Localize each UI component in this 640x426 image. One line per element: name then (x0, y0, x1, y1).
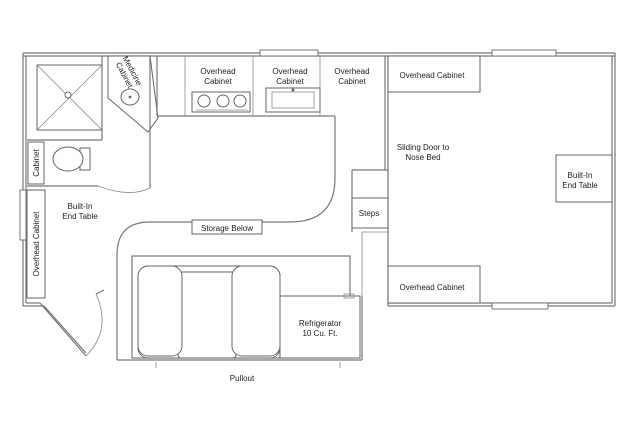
end-table-right-box (555, 154, 613, 203)
refrigerator-label-1: Refrigerator (299, 319, 342, 328)
storage-below-box (191, 219, 263, 235)
left-overhead-cabinet-label: Overhead Cabinet (32, 211, 41, 277)
overhead-cabinet-3-label-2: Cabinet (338, 77, 366, 86)
refrigerator-label-2: 10 Cu. Ft. (302, 329, 337, 338)
steps-label: Steps (359, 209, 379, 218)
end-table-right-label-1: Built-In (568, 171, 593, 180)
overhead-cabinet-bottom-right-box (387, 265, 481, 304)
sliding-door-label-1: Sliding Door to (397, 143, 450, 152)
end-table-left-label-1: Built-In (68, 202, 93, 211)
storage-below-label: Storage Below (201, 224, 253, 233)
burner-2 (216, 94, 230, 108)
overhead-cabinet-bottom-right-label: Overhead Cabinet (400, 283, 466, 292)
kitchen-sink (265, 87, 321, 113)
bath-cabinet-box (27, 141, 45, 185)
kitchen-counter (116, 56, 389, 360)
overhead-cabinet-1-label-1: Overhead (200, 67, 235, 76)
bathroom (27, 55, 159, 193)
sofa-left-cushion (137, 265, 183, 357)
pullout-label: Pullout (230, 374, 255, 383)
burner-1 (197, 94, 211, 108)
left-overhead-cabinet-box (26, 189, 46, 299)
steps-area (351, 169, 389, 296)
shower-drain (64, 91, 72, 99)
steps-box (351, 197, 389, 229)
toilet-bowl (52, 146, 84, 172)
bath-cabinet-label: Cabinet (32, 148, 41, 176)
sofa-seat-cushion (177, 271, 237, 359)
end-table-right-label-2: End Table (562, 181, 598, 190)
refrigerator-box (279, 295, 361, 359)
overhead-cabinet-top-right-label: Overhead Cabinet (400, 71, 466, 80)
burner-3 (233, 94, 247, 108)
overhead-cabinet-3-label-1: Overhead (334, 67, 369, 76)
overhead-cabinet-2-label-1: Overhead (272, 67, 307, 76)
pullout-slideout (117, 255, 363, 368)
sliding-door-label-2: Nose Bed (405, 153, 440, 162)
overhead-cabinet-top-right-box (387, 55, 481, 93)
labels: Medicine Cabinet Overhead Cabinet Overhe… (32, 55, 598, 383)
overhead-cabinet-1-label-2: Cabinet (204, 77, 232, 86)
sofa-right-cushion (231, 265, 281, 357)
overhead-cabinet-2-label-2: Cabinet (276, 77, 304, 86)
end-table-left-label-2: End Table (62, 212, 98, 221)
